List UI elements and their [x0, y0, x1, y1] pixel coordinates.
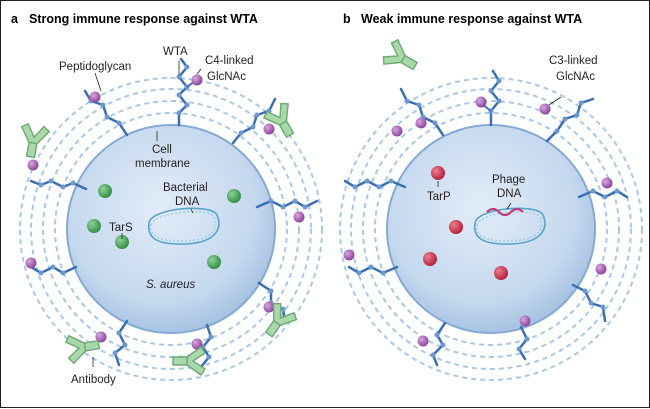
cell-wall-rings — [19, 77, 323, 381]
bacterial-cell-b — [386, 124, 596, 334]
glcnac-b — [343, 96, 613, 347]
antibody-icon — [172, 346, 206, 376]
phage-dna-label-2: DNA — [497, 188, 522, 200]
c3-linked-label: C3-linked — [549, 55, 598, 67]
antibody-icon — [262, 102, 295, 139]
cell-membrane-label-2: membrane — [135, 158, 190, 170]
wta-label: WTA — [163, 46, 188, 58]
leader-lines-b — [437, 96, 562, 210]
tars-dot — [207, 255, 221, 269]
panel-b-letter: b — [343, 12, 351, 26]
leader-lines-a — [92, 61, 202, 367]
bacterial-dna — [147, 207, 220, 245]
tarp-label: TarP — [427, 191, 451, 203]
panel-b-title: Weak immune response against WTA — [361, 12, 582, 26]
tarp-enzymes — [423, 166, 508, 280]
cell-membrane-label-1: Cell — [152, 144, 172, 156]
tars-dot — [227, 189, 241, 203]
panel-b: b Weak immune response against WTA — [339, 12, 643, 381]
antibody-icon — [20, 122, 51, 159]
antibodies-b — [382, 38, 419, 71]
glcnac-a — [25, 74, 305, 350]
glcnac-label: GlcNAc — [207, 71, 246, 83]
tars-enzymes — [87, 184, 241, 269]
tars-dot — [98, 184, 112, 198]
tarp-dot — [423, 252, 437, 266]
tars-label: TarS — [109, 222, 133, 234]
phage-dna — [473, 207, 546, 245]
tars-dot — [87, 219, 101, 233]
panel-a: a Strong immune response against WTA — [11, 12, 323, 386]
bacterial-dna-label-1: Bacterial — [163, 182, 208, 194]
tarp-dot — [431, 166, 445, 180]
peptidoglycan-label: Peptidoglycan — [59, 61, 131, 73]
antibody-icon — [264, 302, 298, 338]
panel-a-letter: a — [11, 12, 19, 26]
antibody-icon — [64, 334, 101, 365]
glcnac-label-b: GlcNAc — [556, 71, 595, 83]
panel-a-title: Strong immune response against WTA — [29, 12, 258, 26]
tarp-dot — [494, 266, 508, 280]
tarp-dot — [449, 220, 463, 234]
tars-dot — [115, 235, 129, 249]
phage-dna-label-1: Phage — [492, 174, 525, 186]
s-aureus-label: S. aureus — [146, 279, 195, 291]
c4-linked-label: C4-linked — [205, 55, 254, 67]
bacterial-dna-label-2: DNA — [175, 196, 200, 208]
antibody-label: Antibody — [71, 374, 116, 386]
antibodies-a — [20, 102, 298, 376]
antibody-icon — [382, 38, 419, 71]
bacterial-cell — [66, 124, 276, 334]
